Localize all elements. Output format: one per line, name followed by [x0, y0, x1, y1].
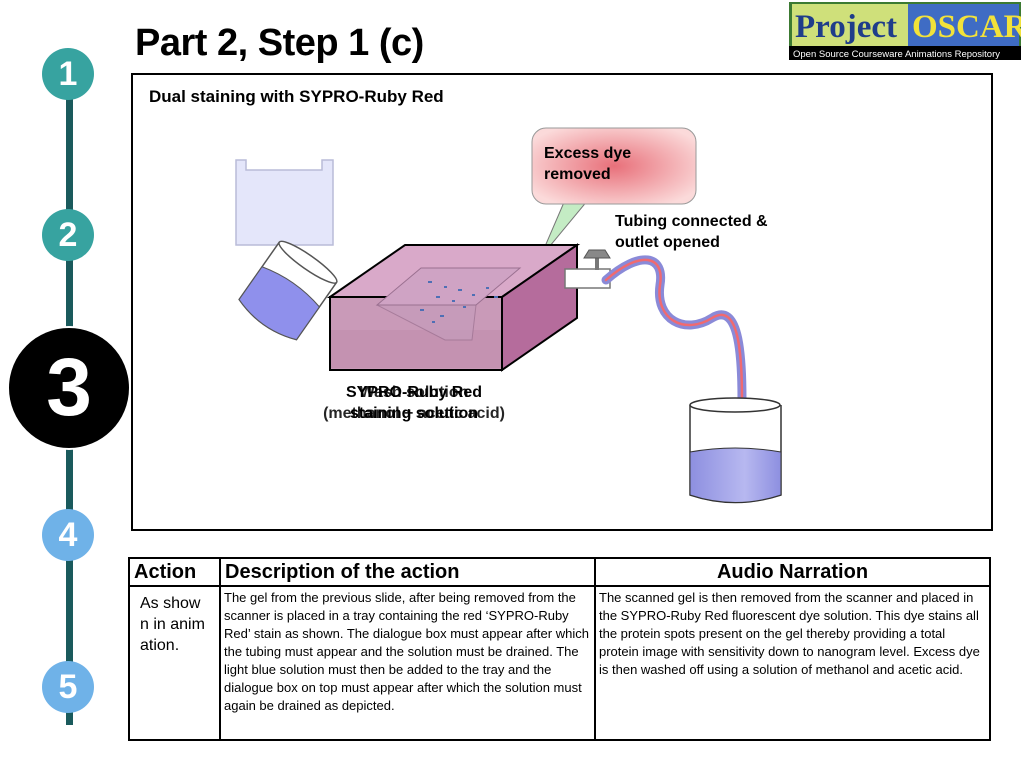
logo-name-right: OSCAR	[912, 9, 1021, 45]
page-title: Part 2, Step 1 (c)	[135, 22, 424, 64]
solution-container	[235, 159, 334, 246]
tray-label-stain: SYPRO-Ruby Red staining solution	[345, 384, 482, 422]
step-1-marker[interactable]: 1	[42, 48, 94, 100]
header-action: Action	[128, 557, 221, 587]
tubing-label: Tubing connected & outlet opened	[615, 213, 768, 251]
step-4-marker[interactable]: 4	[42, 509, 94, 561]
tubing-outlet	[564, 249, 747, 405]
action-description-table: Action Description of the action Audio N…	[128, 557, 991, 741]
logo-tagline: Open Source Courseware Animations Reposi…	[793, 49, 1000, 60]
pouring-beaker	[238, 240, 338, 341]
callout-text: Excess dye removed	[544, 145, 632, 183]
narration-cell: The scanned gel is then removed from the…	[594, 585, 991, 741]
description-cell: The gel from the previous slide, after b…	[219, 585, 596, 741]
callout-bubble	[531, 127, 697, 259]
header-narration: Audio Narration	[594, 557, 991, 587]
animation-subtitle: Dual staining with SYPRO-Ruby Red	[149, 87, 444, 106]
step-3-marker-active[interactable]: 3	[9, 328, 129, 448]
animation-frame	[131, 73, 993, 531]
action-cell: As shown in animation.	[128, 585, 221, 741]
logo-name-left: Project	[795, 9, 897, 45]
collecting-beaker	[689, 397, 782, 504]
staining-tray	[326, 243, 581, 372]
project-oscar-logo: Project OSCAR Open Source Courseware Ani…	[789, 2, 1023, 60]
step-5-marker[interactable]: 5	[42, 661, 94, 713]
header-description: Description of the action	[219, 557, 596, 587]
step-2-marker[interactable]: 2	[42, 209, 94, 261]
tray-label-wash: Wash solution (methanol + acetic acid)	[323, 384, 505, 422]
